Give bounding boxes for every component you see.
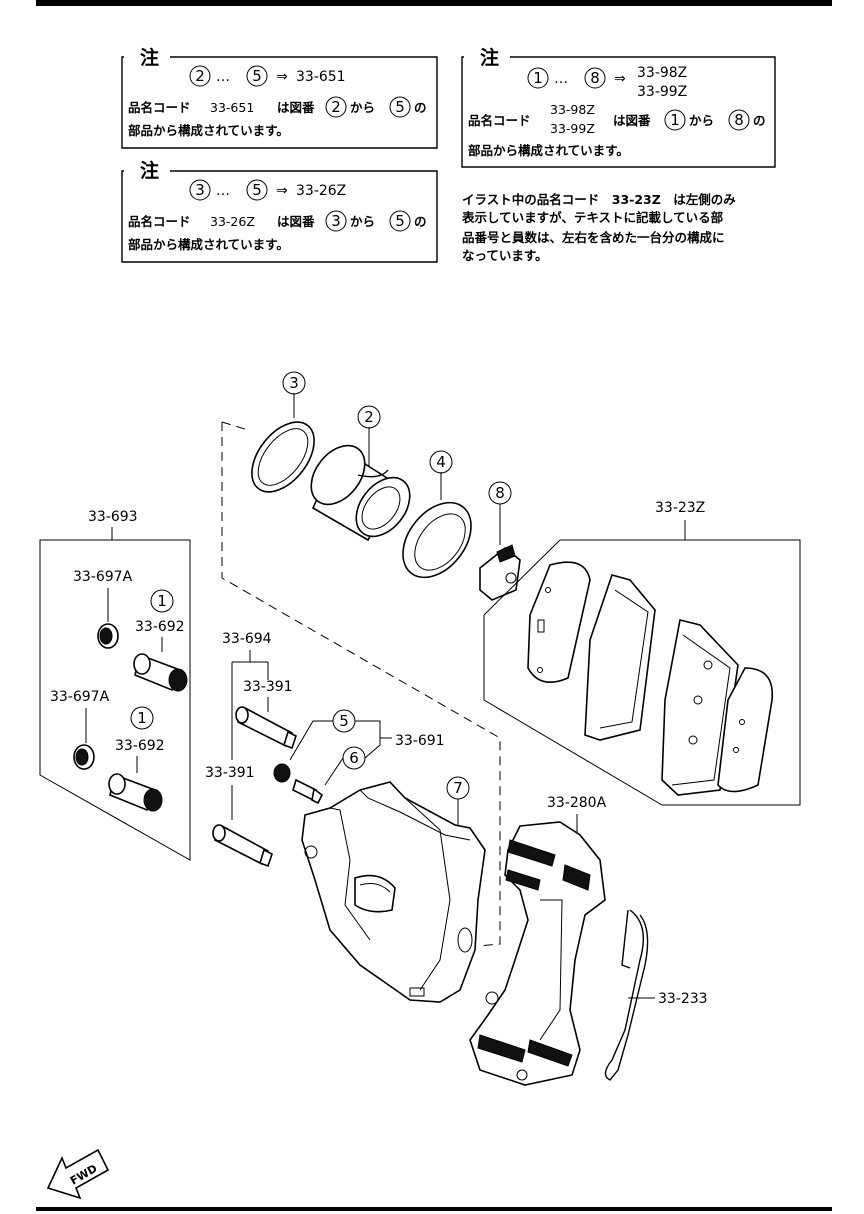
note-box-1: 注 2 … 5 ⇒ 33-651 品名コード 33-651 は図番 2 から 5…: [121, 46, 438, 149]
part-33-23Z-pad-set: 33-23Z: [483, 500, 801, 806]
label-33-697A-a: 33-697A: [73, 569, 133, 585]
note3-line3: 部品から構成されています。: [468, 143, 629, 158]
callout-8: 8: [495, 484, 505, 502]
piston-assembly-dashed-outline: [221, 421, 501, 947]
callout-1-a: 1: [157, 592, 167, 610]
remark-line-1: イラスト中の品名コード 33-23Z は左側のみ: [462, 192, 736, 207]
note1-line3: 部品から構成されています。: [128, 123, 289, 138]
note3-ellipsis: …: [554, 71, 568, 87]
part-33-694-guide-pin-set: 33-694 33-391 33-391: [205, 631, 297, 868]
callout-3: 3: [289, 374, 299, 392]
part-33-280A-bracket: 33-280A: [469, 795, 607, 1086]
label-33-693: 33-693: [88, 509, 138, 525]
label-33-692-b: 33-692: [115, 738, 165, 754]
note2-line2-code: 33-26Z: [210, 214, 255, 229]
label-33-391-b: 33-391: [205, 765, 255, 781]
note1-to-no: 5: [252, 67, 262, 85]
note3-to-no-2: 8: [734, 111, 744, 129]
remark-text: イラスト中の品名コード 33-23Z は左側のみ 表示していますが、テキストに記…: [461, 192, 736, 263]
note2-heading: 注: [140, 159, 159, 182]
note1-arrow: ⇒: [276, 69, 288, 85]
callout-7: 7: [453, 779, 463, 797]
note3-heading: 注: [480, 46, 499, 69]
note1-from-no-2: 2: [331, 98, 341, 116]
callout-5: 5: [339, 712, 349, 730]
bottom-rule: [36, 1207, 832, 1211]
part-4-dust-boot: 4: [402, 450, 472, 579]
caliper-body: 7: [301, 776, 486, 1003]
note2-ellipsis: …: [216, 183, 230, 199]
part-33-693-bushing-kit: 33-693 33-697A 1 33-692 33-697A 1 33-692: [39, 509, 191, 861]
part-8-clip: 8: [479, 481, 521, 601]
label-33-391-a: 33-391: [243, 679, 293, 695]
note2-line2-no: の: [414, 214, 427, 229]
note1-to-no-2: 5: [395, 98, 405, 116]
note3-line2-code-b: 33-99Z: [550, 121, 595, 136]
label-33-691: 33-691: [395, 733, 445, 749]
part-2-piston: 2: [310, 405, 411, 542]
note2-to-no: 5: [252, 181, 262, 199]
note3-line2-no: の: [753, 113, 766, 128]
note1-line2-code: 33-651: [210, 100, 254, 115]
note3-line2-kara: から: [689, 113, 714, 128]
top-rule: [36, 0, 832, 6]
note3-from-no: 1: [533, 69, 543, 87]
note1-line2-kara: から: [350, 100, 375, 115]
note2-line3: 部品から構成されています。: [128, 237, 289, 252]
part-33-233-spring: 33-233: [604, 909, 708, 1081]
note3-to-no: 8: [590, 69, 600, 87]
note2-arrow: ⇒: [276, 183, 288, 199]
callout-4: 4: [436, 453, 446, 471]
callout-1-b: 1: [137, 709, 147, 727]
part-33-691-bleeder: 5 6 33-691: [273, 709, 445, 805]
note3-line2-code-a: 33-98Z: [550, 102, 595, 117]
note1-line2-prefix: 品名コード: [128, 100, 191, 115]
fwd-arrow: FWD: [46, 1148, 110, 1200]
note2-from-no: 3: [195, 181, 205, 199]
note3-code-a: 33-98Z: [637, 65, 687, 81]
note3-line2-mid: は図番: [613, 113, 651, 128]
note2-code: 33-26Z: [296, 183, 346, 199]
remark-line-2: 表示していますが、テキストに記載している部: [461, 210, 724, 225]
note3-line2-prefix: 品名コード: [468, 113, 531, 128]
label-33-697A-b: 33-697A: [50, 689, 110, 705]
note1-code: 33-651: [296, 69, 346, 85]
note3-arrow: ⇒: [614, 71, 626, 87]
note1-heading: 注: [140, 46, 159, 69]
note3-from-no-2: 1: [670, 111, 680, 129]
label-33-280A: 33-280A: [547, 795, 607, 811]
note1-from-no: 2: [195, 67, 205, 85]
part-3-seal-ring: 3: [251, 371, 315, 493]
note2-to-no-2: 5: [395, 212, 405, 230]
note3-code-b: 33-99Z: [637, 84, 687, 100]
label-33-692-a: 33-692: [135, 619, 185, 635]
note1-ellipsis: …: [216, 69, 230, 85]
note1-line2-mid: は図番: [277, 100, 315, 115]
note2-line2-kara: から: [350, 214, 375, 229]
note2-line2-mid: は図番: [277, 214, 315, 229]
callout-6: 6: [349, 749, 359, 767]
remark-line-3: 品番号と員数は、左右を含めた一台分の構成に: [462, 230, 725, 245]
callout-2: 2: [364, 408, 374, 426]
note1-line2-no: の: [414, 100, 427, 115]
note2-line2-prefix: 品名コード: [128, 214, 191, 229]
label-33-233: 33-233: [658, 991, 708, 1007]
label-33-694: 33-694: [222, 631, 272, 647]
note2-from-no-2: 3: [331, 212, 341, 230]
note-box-2: 注 3 … 5 ⇒ 33-26Z 品名コード 33-26Z は図番 3 から 5…: [121, 159, 438, 263]
label-33-23Z: 33-23Z: [655, 500, 705, 516]
note-box-3: 注 1 … 8 ⇒ 33-98Z 33-99Z 品名コード 33-98Z 33-…: [461, 46, 776, 168]
remark-line-4: なっています。: [462, 248, 548, 263]
